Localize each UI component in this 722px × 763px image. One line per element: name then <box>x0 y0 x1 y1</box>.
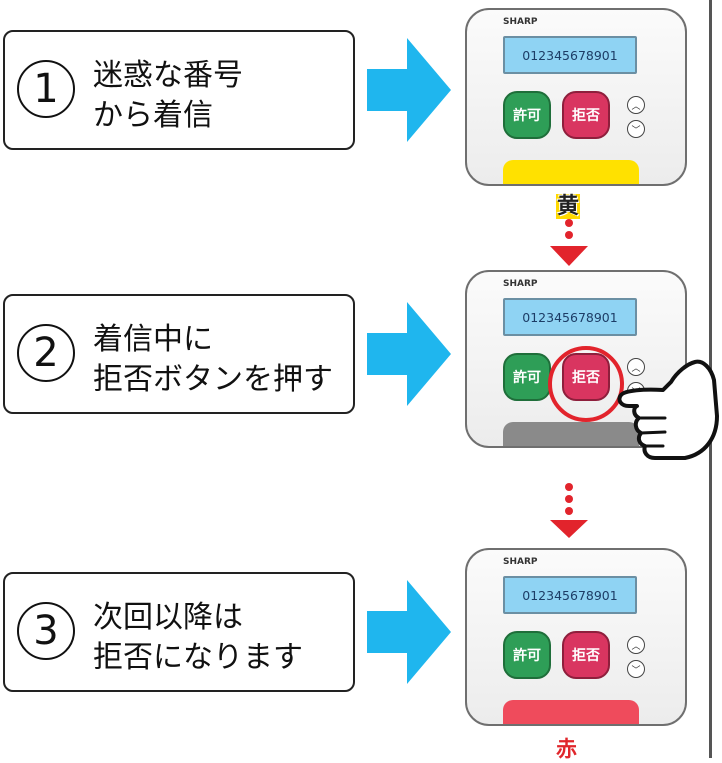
allow-button: 許可 <box>503 353 551 401</box>
device-3: SHARP 012345678901 許可 拒否 ︿ ﹀ <box>465 548 687 726</box>
up-chevron-icon: ︿ <box>627 636 645 654</box>
right-arrow-icon <box>367 302 451 406</box>
up-chevron-icon: ︿ <box>627 96 645 114</box>
step-2-line-2: 拒否ボタンを押す <box>93 362 333 397</box>
device-brand-logo: SHARP <box>503 279 538 289</box>
led-off <box>503 422 639 446</box>
led-red-label: 赤 <box>556 737 577 761</box>
press-highlight-ring <box>548 346 624 422</box>
led-red <box>503 700 639 724</box>
step-2-box: 2 着信中に 拒否ボタンを押す <box>3 294 355 414</box>
down-chevron-icon: ﹀ <box>627 660 645 678</box>
step-3-box: 3 次回以降は 拒否になります <box>3 572 355 692</box>
led-yellow <box>503 160 639 184</box>
led-yellow-label: 黄 <box>556 194 581 219</box>
reject-button: 拒否 <box>562 631 610 679</box>
device-brand-logo: SHARP <box>503 17 538 27</box>
step-3-text: 次回以降は 拒否になります <box>93 598 351 678</box>
step-1-text: 迷惑な番号 から着信 <box>93 56 351 136</box>
device-brand-logo: SHARP <box>503 557 538 567</box>
step-1-line-1: 迷惑な番号 <box>93 58 243 93</box>
device-display: 012345678901 <box>503 298 637 336</box>
step-3-line-1: 次回以降は <box>93 600 243 635</box>
device-display: 012345678901 <box>503 36 637 74</box>
step-3-line-2: 拒否になります <box>93 640 303 675</box>
step-2-number: 2 <box>17 324 75 382</box>
step-1-box: 1 迷惑な番号 から着信 <box>3 30 355 150</box>
step-3-number: 3 <box>17 602 75 660</box>
step-1-line-2: から着信 <box>93 98 213 133</box>
device-display: 012345678901 <box>503 576 637 614</box>
reject-button: 拒否 <box>562 91 610 139</box>
step-2-line-1: 着信中に <box>93 322 213 357</box>
device-1: SHARP 012345678901 許可 拒否 ︿ ﹀ <box>465 8 687 186</box>
dotted-down-arrow-icon <box>550 219 588 266</box>
right-arrow-icon <box>367 580 451 684</box>
right-arrow-icon <box>367 38 451 142</box>
dotted-down-arrow-icon <box>550 483 588 538</box>
step-1-number: 1 <box>17 60 75 118</box>
down-chevron-icon: ﹀ <box>627 120 645 138</box>
step-2-text: 着信中に 拒否ボタンを押す <box>93 320 351 400</box>
allow-button: 許可 <box>503 91 551 139</box>
pointing-hand-icon <box>617 359 719 460</box>
allow-button: 許可 <box>503 631 551 679</box>
up-chevron-icon: ︿ <box>627 358 645 376</box>
